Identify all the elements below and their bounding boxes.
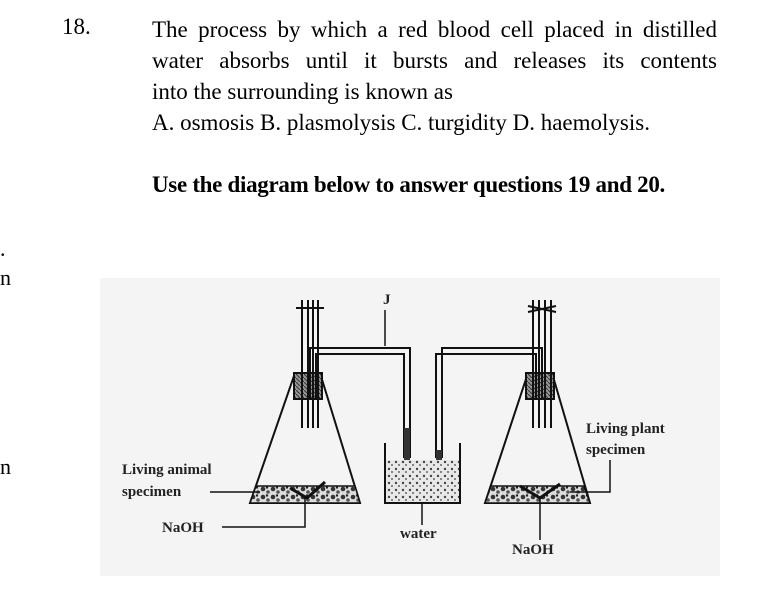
left-tube-liquid	[404, 428, 410, 460]
question-number: 18.	[62, 14, 91, 39]
margin-fragment-1: .	[0, 236, 6, 261]
right-flask-specimen	[483, 485, 592, 504]
apparatus-diagram: J Living animal specimen NaOH water NaOH…	[100, 278, 720, 576]
beaker-water	[386, 460, 459, 502]
question-line-3: into the surrounding is known as	[152, 79, 453, 104]
label-living-animal: Living animal	[122, 462, 212, 478]
question-line-1: The process by which a red blood cell pl…	[152, 17, 717, 42]
question-text: The process by which a red blood cell pl…	[152, 14, 717, 138]
instruction-text: Use the diagram below to answer question…	[152, 172, 666, 197]
question-options: A. osmosis B. plasmolysis C. turgidity D…	[152, 110, 650, 135]
label-plant-specimen: specimen	[586, 442, 646, 458]
plant-specimen-pointer	[570, 460, 611, 493]
label-j: J	[383, 292, 391, 308]
label-animal-specimen: specimen	[122, 484, 182, 500]
label-water: water	[400, 526, 437, 542]
left-flask	[248, 300, 362, 504]
right-tube-liquid	[436, 450, 442, 460]
delivery-tubes	[309, 347, 543, 458]
left-naoh-dish	[289, 480, 326, 500]
question-line-2: water absorbs until it bursts and releas…	[152, 48, 717, 73]
margin-fragment-3: n	[0, 454, 11, 479]
label-naoh-left: NaOH	[162, 520, 204, 536]
margin-fragment-2: n	[0, 265, 11, 290]
label-living-plant: Living plant	[586, 421, 665, 437]
naoh-left-pointer	[222, 496, 306, 528]
label-naoh-right: NaOH	[512, 542, 554, 558]
water-beaker	[384, 443, 461, 504]
